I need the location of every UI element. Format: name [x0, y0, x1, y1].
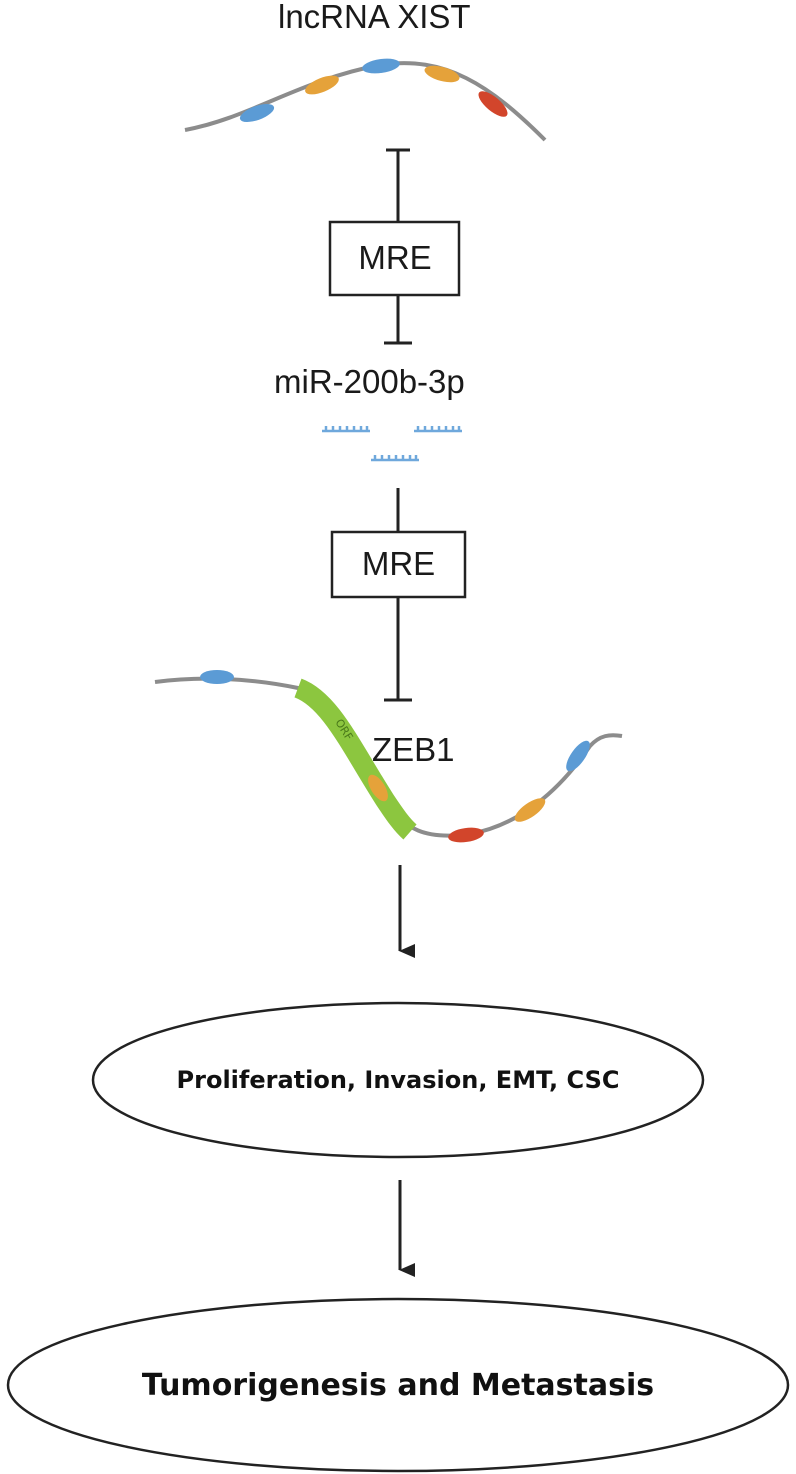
lncrna-red-segment: [478, 91, 508, 117]
outcome-label-1: Proliferation, Invasion, EMT, CSC: [176, 1066, 620, 1094]
lncrna-label: lncRNA XIST: [278, 0, 471, 35]
lncrna-orange-segment-2: [424, 65, 460, 83]
mirna-label: miR-200b-3p: [274, 363, 465, 400]
zeb1-blue-segment-1: [200, 670, 234, 684]
mre-box-bottom: [330, 530, 467, 599]
zeb1-label: ZEB1: [372, 731, 455, 768]
zeb1-orange-segment-2: [514, 798, 546, 822]
zeb1-red-segment: [448, 827, 484, 843]
inhibition-line-bottom: [384, 488, 412, 702]
zeb1-blue-segment-2: [566, 740, 590, 772]
mre-label-top: MRE: [358, 239, 432, 276]
lncrna-blue-segment-2: [362, 58, 400, 74]
zeb1-strand: ORF: [154, 670, 623, 843]
lncrna-orange-segment-1: [305, 75, 339, 95]
mirna-mark-2: [414, 426, 462, 433]
mre-label-bottom: MRE: [361, 545, 436, 582]
mirna-mark-1: [322, 426, 370, 433]
outcome-oval-2: [6, 1297, 790, 1473]
mirna-marks: [322, 426, 462, 462]
mre-box-top: [328, 220, 461, 297]
inhibition-line-top: [384, 148, 412, 345]
outcome-label-2: Tumorigenesis and Metastasis: [141, 1368, 655, 1403]
mirna-mark-3: [371, 455, 419, 462]
zeb1-orange-segment-1: [368, 774, 388, 802]
outcome-oval-1: [91, 1001, 705, 1159]
lncrna-blue-segment-1: [239, 103, 275, 123]
lncrna-strand: [184, 58, 547, 142]
